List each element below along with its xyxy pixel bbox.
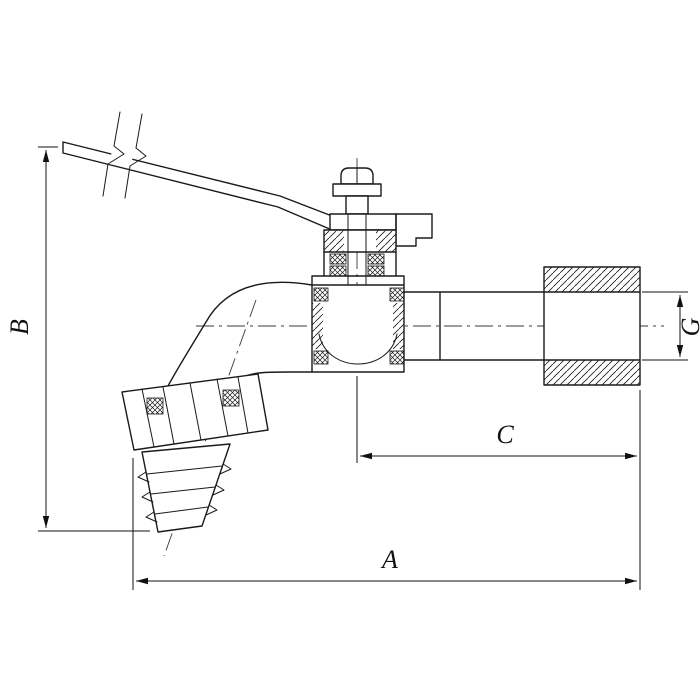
dimension-b: B	[5, 146, 150, 532]
nut-o-ring	[222, 389, 240, 407]
dimension-label-a: A	[380, 545, 398, 574]
dimension-a-arrow-left	[136, 577, 148, 585]
dimension-a: A	[132, 390, 641, 590]
dimension-g-extension-lines	[642, 291, 688, 361]
seat-o-ring	[313, 287, 329, 302]
dimension-label-c: C	[496, 420, 514, 449]
thread-bore-lines	[543, 291, 641, 361]
break-mark-right	[124, 113, 147, 199]
seat-o-ring	[313, 350, 329, 365]
dimension-label-b: B	[5, 319, 34, 335]
dimension-a-extension-lines	[132, 390, 641, 590]
spout-outer-wall	[167, 281, 313, 387]
chamber-wall-right	[393, 303, 404, 349]
ball-profile	[318, 333, 398, 365]
packing-ring	[367, 253, 385, 265]
dimension-g-arrow-bottom	[676, 345, 684, 357]
hose-barb-cone	[141, 443, 231, 533]
dimension-g-arrow-top	[676, 295, 684, 307]
outlet-pipe	[403, 291, 545, 361]
valve-body	[311, 284, 545, 373]
spout	[167, 281, 313, 387]
lever-handle	[62, 111, 333, 231]
bonnet-wall-right	[376, 230, 396, 252]
barb-ridges	[146, 465, 223, 515]
valve-bonnet	[311, 167, 433, 303]
stem-flange	[332, 183, 382, 197]
dimension-b-extension-lines	[38, 146, 150, 532]
break-gap	[108, 146, 136, 166]
packing-ring	[329, 265, 347, 277]
dimension-a-arrow-right	[625, 577, 637, 585]
union-nut-outline	[121, 373, 269, 451]
union-nut	[121, 373, 269, 451]
stem-neck	[345, 195, 369, 215]
chamber-wall-left	[312, 303, 323, 349]
seat-o-ring	[389, 287, 405, 302]
barb-teeth-right	[205, 463, 232, 516]
dimension-c: C	[356, 376, 637, 463]
threaded-end	[543, 266, 641, 386]
handle-hub	[329, 213, 397, 231]
union-nut-flats	[141, 376, 249, 448]
packing-ring	[329, 253, 347, 265]
hose-barb	[137, 443, 232, 533]
dimension-c-arrow-left	[360, 452, 372, 460]
nut-o-ring	[146, 397, 164, 415]
packing-ring	[367, 265, 385, 277]
dimension-c-arrow-right	[625, 452, 637, 460]
dimension-g: G	[642, 291, 700, 361]
dimension-b-arrow-top	[42, 150, 50, 162]
barb-teeth-left	[137, 471, 158, 523]
thread-section-bottom	[544, 360, 640, 385]
bonnet-neck	[311, 251, 405, 286]
dimension-b-arrow-bottom	[42, 516, 50, 528]
bonnet-wall-left	[324, 230, 344, 252]
dimension-label-g: G	[676, 317, 700, 336]
bonnet-bracket	[395, 213, 433, 247]
seat-o-ring	[389, 350, 405, 365]
break-mark-left	[102, 111, 125, 197]
lever-outline	[62, 141, 333, 231]
thread-section-top	[544, 267, 640, 292]
